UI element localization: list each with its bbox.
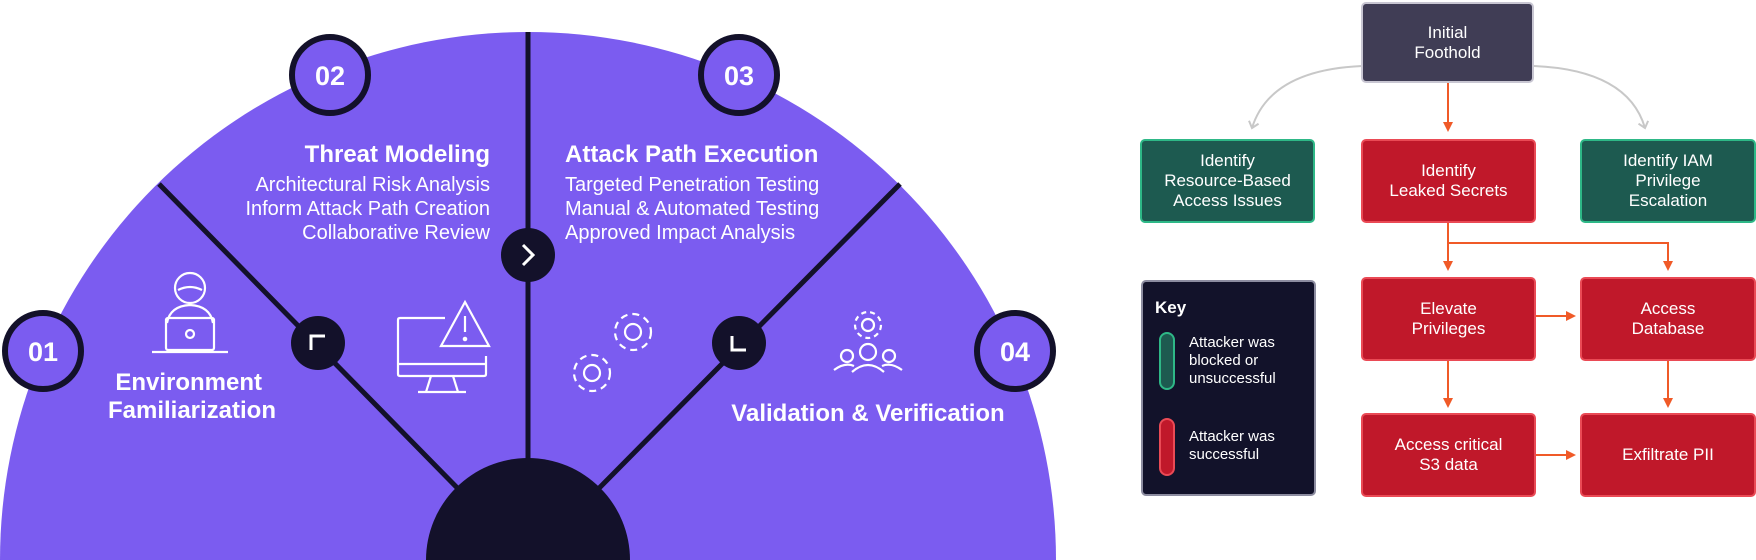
stage-01-title: Environment Familiarization [108,369,276,424]
legend-label-successful: Attacker was successful [1189,428,1275,463]
node-access-s3: Access critical S3 data [1361,413,1536,497]
legend-swatch-successful [1159,418,1175,476]
divider-marker-3 [712,316,766,370]
stage-number-02: 02 [315,61,345,91]
node-resource-access-issues: Identify Resource-Based Access Issues [1140,139,1315,223]
stage-03-item-2: Manual & Automated Testing [565,198,819,220]
stage-number-03: 03 [724,61,754,91]
stage-badge-04: 04 [974,310,1056,392]
stage-badge-01: 01 [2,310,84,392]
stage-03-item-1: Targeted Penetration Testing [565,174,819,196]
divider-marker-2 [501,228,555,282]
legend-key: Key Attacker was blocked or unsuccessful… [1141,280,1316,496]
stage-badge-03: 03 [698,34,780,116]
stage-number-01: 01 [28,337,58,367]
stage-02-item-1: Architectural Risk Analysis [255,174,490,196]
gears-icon [572,312,653,393]
warning-monitor-icon [396,299,491,394]
process-wheel: 01 02 03 04 Environment Familiarization … [0,32,1056,560]
node-elevate-privileges: Elevate Privileges [1361,277,1536,361]
stage-01-title-line-2: Familiarization [108,397,276,424]
legend-label-blocked: Attacker was blocked or unsuccessful [1189,334,1276,387]
arrow-secrets-database [1448,242,1673,271]
node-exfiltrate-pii: Exfiltrate PII [1580,413,1756,497]
wheel-hub [426,458,630,560]
legend-swatch-blocked [1159,332,1175,390]
person-laptop-icon [152,271,228,354]
node-iam-privilege-escalation: Identify IAM Privilege Escalation [1580,139,1756,223]
stage-04-title: Validation & Verification [731,400,1004,427]
stage-01-title-line-1: Environment [115,369,262,396]
stage-03-title: Attack Path Execution [565,141,818,168]
stage-number-04: 04 [1000,337,1030,367]
stage-02-title: Threat Modeling [305,141,490,168]
stage-02-item-3: Collaborative Review [302,222,490,244]
stage-02-item-2: Inform Attack Path Creation [245,198,490,220]
flow-arrows [1248,65,1673,460]
node-initial-foothold: Initial Foothold [1361,2,1534,83]
node-access-database: Access Database [1580,277,1756,361]
arrow-foothold-resource [1248,65,1363,130]
node-leaked-secrets: Identify Leaked Secrets [1361,139,1536,223]
legend-title: Key [1155,298,1187,317]
arrow-foothold-iam [1533,65,1650,130]
stage-badge-02: 02 [289,34,371,116]
stage-03-item-3: Approved Impact Analysis [565,222,795,244]
team-gear-icon [833,310,903,373]
divider-marker-1 [291,316,345,370]
